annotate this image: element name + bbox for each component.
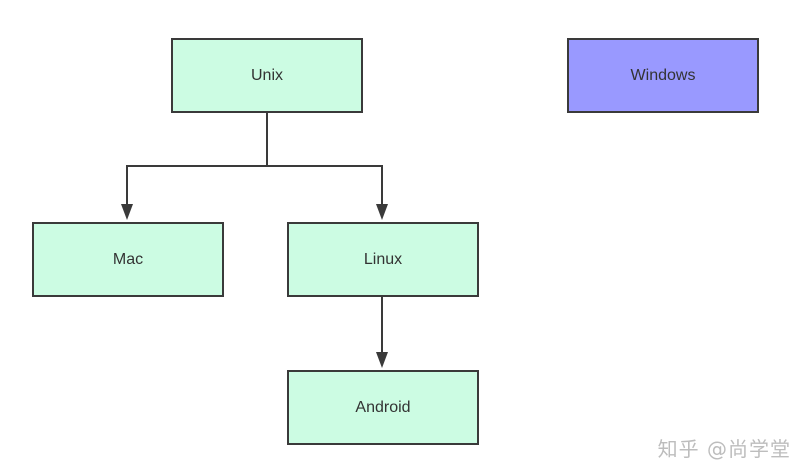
- node-unix: Unix: [171, 38, 363, 113]
- node-linux-label: Linux: [364, 251, 402, 268]
- node-android: Android: [287, 370, 479, 445]
- node-linux: Linux: [287, 222, 479, 297]
- node-windows-label: Windows: [631, 67, 696, 84]
- node-windows-box: [567, 38, 759, 113]
- node-unix-label: Unix: [251, 67, 283, 84]
- arrowhead-android: [376, 352, 388, 368]
- connectors: [121, 112, 388, 368]
- edge-unix-to-mac: [126, 112, 268, 206]
- node-unix-box: [171, 38, 363, 113]
- arrowhead-linux: [376, 204, 388, 220]
- node-android-box: [287, 370, 479, 445]
- node-mac-box: [32, 222, 224, 297]
- arrowhead-mac: [121, 204, 133, 220]
- node-mac-label: Mac: [113, 251, 143, 268]
- node-android-label: Android: [355, 399, 410, 416]
- edge-unix-to-linux: [267, 165, 383, 206]
- watermark: 知乎 @尚学堂: [657, 437, 791, 461]
- node-linux-box: [287, 222, 479, 297]
- node-mac: Mac: [32, 222, 224, 297]
- node-windows: Windows: [567, 38, 759, 113]
